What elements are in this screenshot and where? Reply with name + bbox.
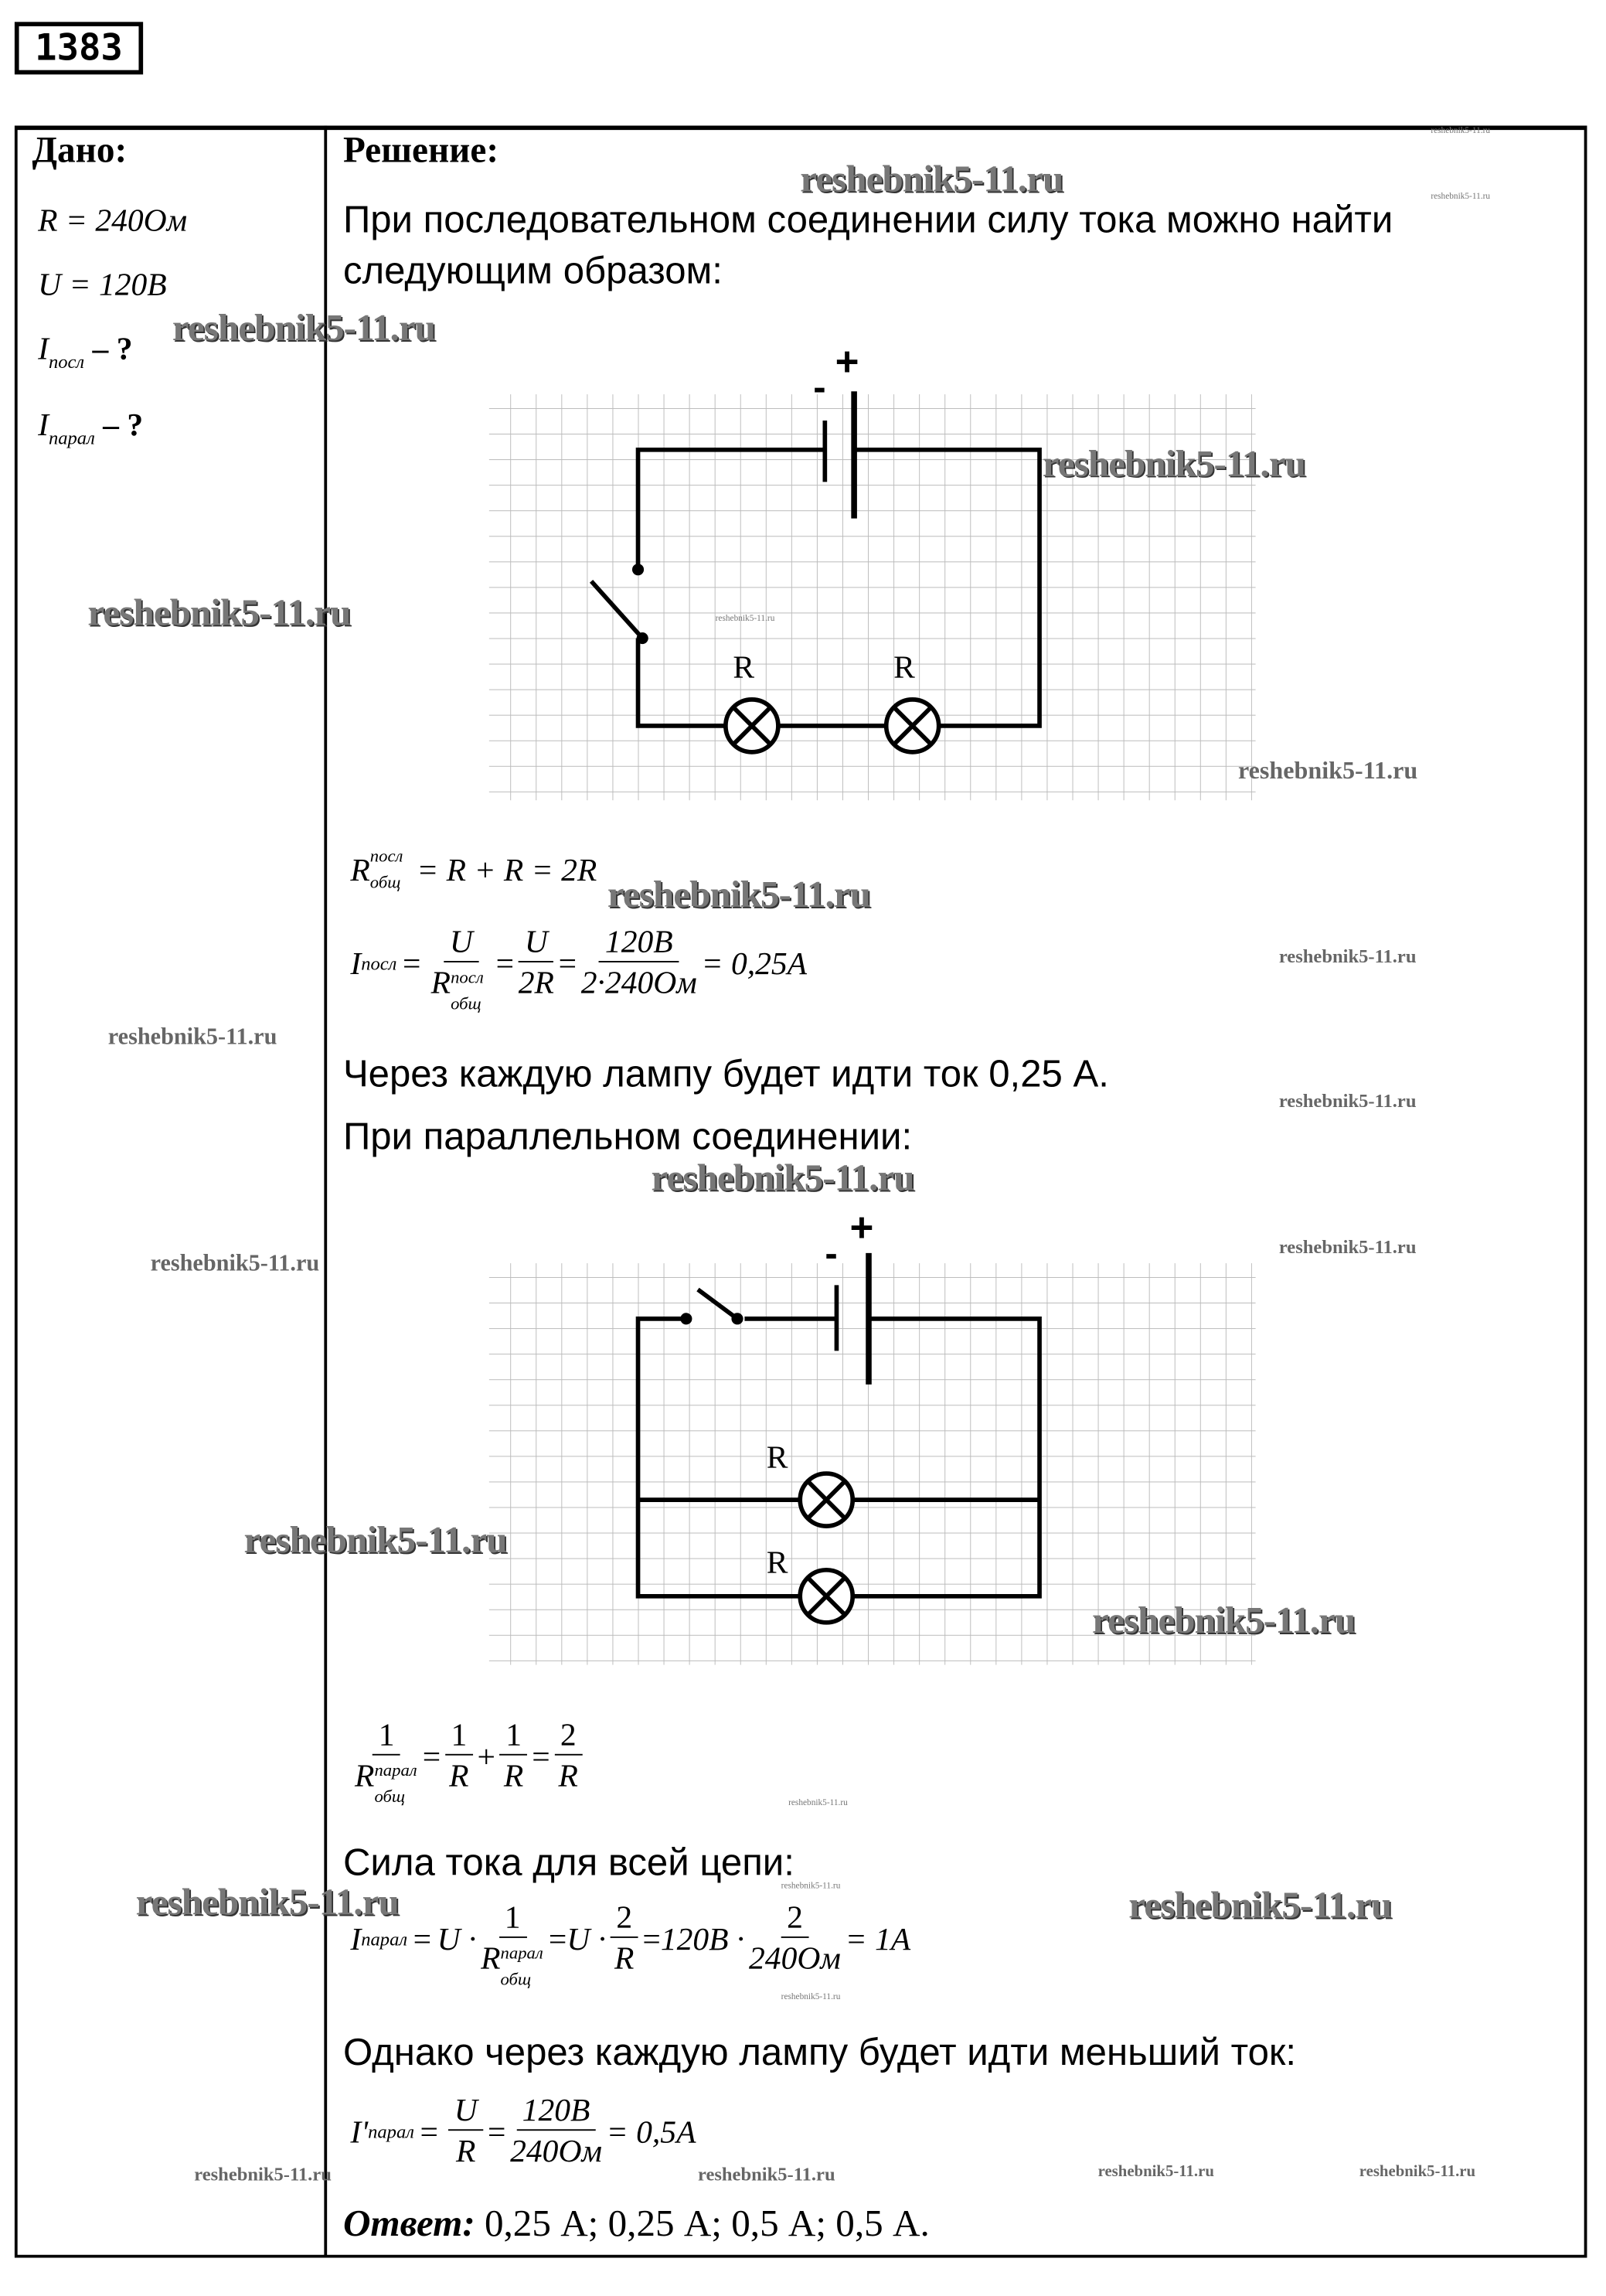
resistor-label: R (893, 648, 915, 685)
switch-lever (589, 579, 645, 640)
plus-label: + (835, 339, 859, 384)
watermark: reshebnik5-11.ru (87, 591, 351, 634)
wire (635, 448, 1042, 728)
watermark: reshebnik5-11.ru (788, 1799, 848, 1808)
watermark: reshebnik5-11.ru (1237, 756, 1418, 785)
lamp-icon (798, 1471, 856, 1528)
minus-label: - (825, 1231, 838, 1276)
minus-label: - (813, 365, 826, 409)
given-u: U = 120B (38, 265, 167, 303)
watermark: reshebnik5-11.ru (607, 873, 871, 916)
solution-title: Решение: (342, 131, 499, 172)
watermark: reshebnik5-11.ru (135, 1881, 400, 1923)
intro-line-2: следующим образом: (342, 248, 723, 292)
parallel-intro-text: При параллельном соединении: (342, 1114, 913, 1159)
switch-contact (680, 1313, 692, 1325)
problem-number: 1383 (14, 22, 144, 75)
parallel-circuit (488, 1252, 1256, 1665)
resistor-label: R (733, 648, 755, 685)
given-r: R = 240Ом (38, 201, 188, 238)
watermark: reshebnik5-11.ru (781, 1993, 841, 2002)
switch-contact (636, 632, 648, 645)
watermark: reshebnik5-11.ru (1431, 127, 1491, 136)
resistor-label: R (766, 1543, 788, 1581)
watermark: reshebnik5-11.ru (150, 1251, 320, 1277)
watermark: reshebnik5-11.ru (1359, 2162, 1476, 2181)
watermark: reshebnik5-11.ru (1431, 192, 1491, 202)
lamp-icon (798, 1567, 856, 1625)
plus-label: + (849, 1204, 874, 1251)
watermark: reshebnik5-11.ru (243, 1518, 507, 1562)
watermark: reshebnik5-11.ru (1042, 442, 1306, 485)
watermark: reshebnik5-11.ru (1097, 2162, 1214, 2181)
intro-line-1: При последовательном соединении силу ток… (342, 197, 1393, 241)
lamp-icon (883, 697, 941, 755)
column-divider (324, 125, 328, 2257)
watermark: reshebnik5-11.ru (1278, 1235, 1417, 1258)
watermark: reshebnik5-11.ru (781, 1882, 841, 1892)
grid-background (488, 394, 1256, 801)
resistor-label: R (766, 1438, 788, 1475)
answer: Ответ: 0,25 А; 0,25 А; 0,5 А; 0,5 А. (342, 2202, 930, 2245)
switch-lever (696, 1287, 739, 1321)
watermark: reshebnik5-11.ru (194, 2162, 332, 2185)
series-circuit (488, 391, 1256, 801)
given-i-series: Iпосл – ? (38, 329, 133, 373)
whole-circuit-text: Сила тока для всей цепи: (342, 1840, 794, 1884)
lamp-icon (723, 697, 781, 755)
switch-contact (731, 1313, 743, 1325)
watermark: reshebnik5-11.ru (800, 158, 1063, 200)
watermark: reshebnik5-11.ru (172, 306, 436, 349)
solution-table (14, 125, 1587, 2258)
given-title: Дано: (32, 131, 128, 172)
watermark: reshebnik5-11.ru (715, 615, 775, 624)
each-lamp-parallel-text: Однако через каждую лампу будет идти мен… (342, 2029, 1297, 2074)
watermark: reshebnik5-11.ru (1278, 945, 1417, 967)
watermark: reshebnik5-11.ru (1092, 1599, 1356, 1642)
watermark: reshebnik5-11.ru (107, 1025, 277, 1051)
watermark: reshebnik5-11.ru (697, 2162, 835, 2185)
given-i-parallel: Iпарал – ? (38, 406, 144, 448)
watermark: reshebnik5-11.ru (1128, 1883, 1392, 1926)
each-lamp-series-text: Через каждую лампу будет идти ток 0,25 А… (342, 1051, 1109, 1095)
watermark: reshebnik5-11.ru (651, 1157, 915, 1199)
watermark: reshebnik5-11.ru (1278, 1089, 1417, 1112)
switch-contact (631, 564, 645, 576)
